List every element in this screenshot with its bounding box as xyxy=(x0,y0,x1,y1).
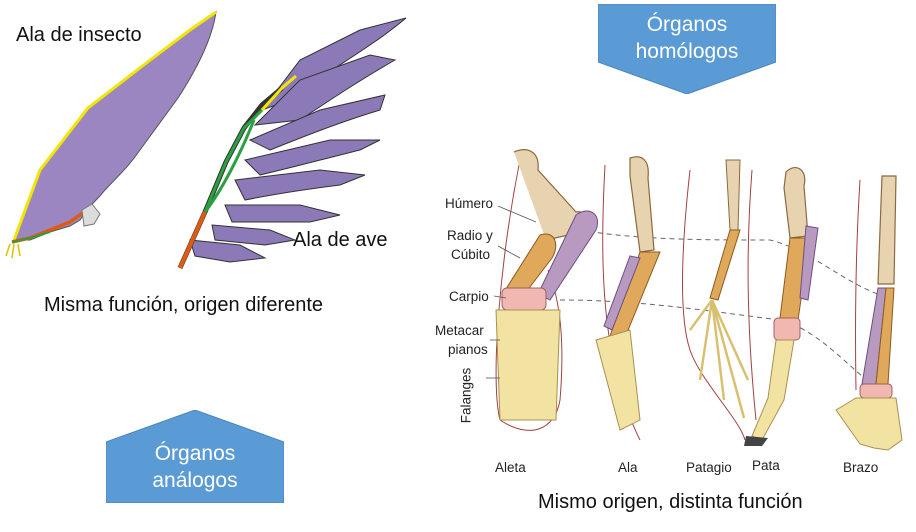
bird-wing-label: Ala de ave xyxy=(293,229,388,251)
analogous-caption: Misma función, origen diferente xyxy=(44,294,324,316)
bird-wing-drawing xyxy=(177,17,407,270)
limb-label-brazo: Brazo xyxy=(843,460,879,475)
limb-label-pata: Pata xyxy=(752,458,780,473)
bone-label-meta-line1: Metacar xyxy=(435,323,484,338)
homologous-badge: Órganos homólogos xyxy=(598,4,776,94)
analogous-badge-line2: análogos xyxy=(152,469,238,492)
homologous-badge-line2: homólogos xyxy=(635,40,739,63)
analogous-badge-line1: Órganos xyxy=(154,442,236,465)
limb-label-ala: Ala xyxy=(618,460,638,475)
bone-label-falanges: Falanges xyxy=(458,367,474,424)
bone-label-meta-line2: pianos xyxy=(448,342,488,357)
bone-label-radio-line1: Radio y xyxy=(447,228,493,243)
bone-label-humero: Húmero xyxy=(445,196,494,211)
bone-label-carpio: Carpio xyxy=(449,289,489,304)
homologous-badge-line1: Órganos xyxy=(646,13,728,36)
limb-label-aleta: Aleta xyxy=(495,460,526,475)
insect-wing-label: Ala de insecto xyxy=(16,24,142,46)
homologous-caption: Mismo origen, distinta función xyxy=(538,491,803,513)
analogous-badge: Órganos análogos xyxy=(106,410,284,503)
limb-label-patagio: Patagio xyxy=(686,460,732,475)
homology-limbs-drawing xyxy=(486,149,903,451)
insect-wing-drawing xyxy=(5,10,217,259)
badge-arrow-up-shape xyxy=(106,410,284,503)
badge-arrow-down-shape xyxy=(598,4,776,94)
bone-label-radio-line2: Cúbito xyxy=(451,247,491,262)
